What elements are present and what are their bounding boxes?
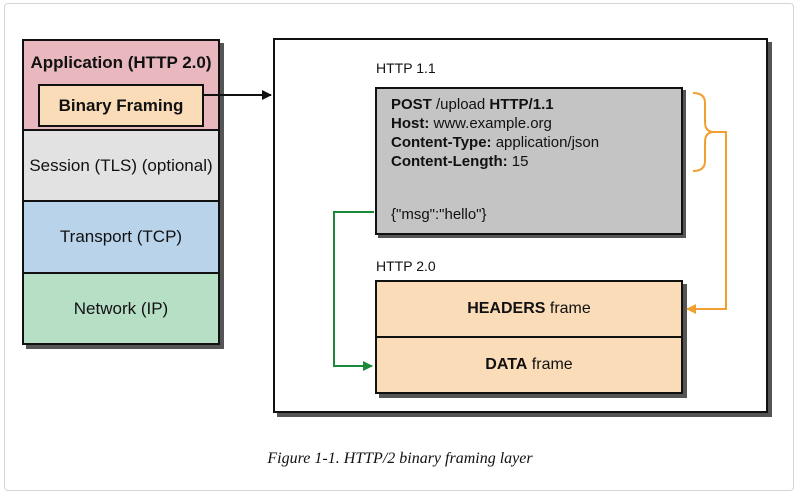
- http11-request-box: POST /upload HTTP/1.1 Host: www.example.…: [375, 87, 683, 235]
- application-layer-label: Application (HTTP 2.0): [30, 53, 212, 72]
- body-arrow: [333, 211, 374, 371]
- transport-layer-label: Transport (TCP): [59, 227, 183, 246]
- data-frame-label: frame: [527, 356, 573, 373]
- data-frame: DATA frame: [375, 336, 683, 394]
- network-layer: Network (IP): [22, 272, 220, 345]
- headers-frame-bold: HEADERS: [467, 300, 546, 317]
- figure-caption: Figure 1-1. HTTP/2 binary framing layer: [267, 450, 533, 467]
- headers-frame-label: frame: [545, 300, 591, 317]
- request-line: POST /upload HTTP/1.1: [391, 96, 554, 113]
- host-header: Host: www.example.org: [391, 115, 552, 132]
- request-body: {"msg":"hello"}: [391, 206, 487, 223]
- binary-framing-layer: Binary Framing: [38, 84, 204, 127]
- headers-frame: HEADERS frame: [375, 280, 683, 338]
- http2-label: HTTP 2.0: [376, 258, 436, 274]
- content-length-header: Content-Length: 15: [391, 153, 529, 170]
- data-frame-bold: DATA: [485, 356, 528, 373]
- network-layer-label: Network (IP): [73, 298, 169, 318]
- binary-framing-label: Binary Framing: [58, 95, 184, 115]
- headers-brace-icon: [692, 92, 715, 172]
- http11-label: HTTP 1.1: [376, 60, 436, 76]
- headers-arrow: [686, 131, 727, 314]
- session-layer-label: Session (TLS) (optional): [29, 155, 213, 175]
- content-type-header: Content-Type: application/json: [391, 134, 600, 151]
